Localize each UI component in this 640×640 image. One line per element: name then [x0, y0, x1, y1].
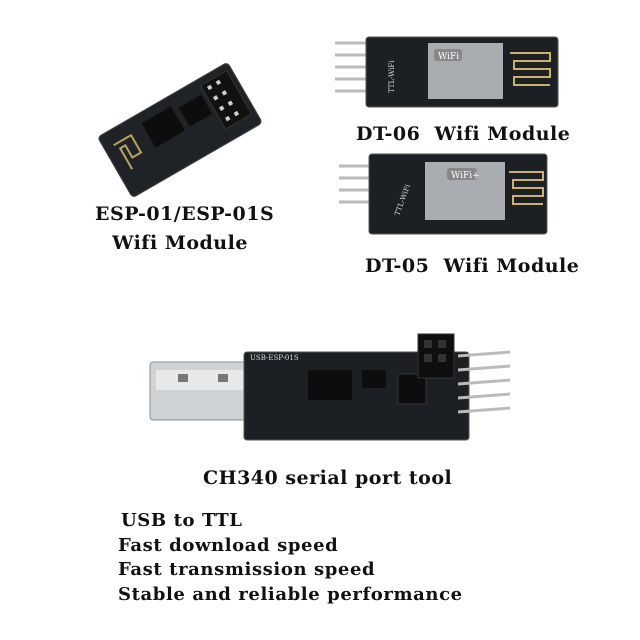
esp01-module-image: [98, 63, 262, 197]
feature-item: USB to TTL: [121, 510, 243, 531]
dt06-caption: DT-06 Wifi Module: [356, 123, 571, 145]
ch340-board-label: USB-ESP-01S: [250, 354, 299, 362]
dt05-caption: DT-05 Wifi Module: [365, 255, 580, 277]
ch340-adapter-image: USB-ESP-01S: [149, 333, 511, 441]
dt06-module-image: WiFi TTL-WiFi: [335, 36, 559, 108]
dt05-module-image: WiFi+ TTL-WiFi: [339, 153, 548, 235]
dt05-chip-label: WiFi+: [451, 171, 480, 181]
esp01-caption-line1: ESP-01/ESP-01S: [95, 203, 275, 225]
dt06-chip-label: WiFi: [438, 52, 459, 62]
esp01-caption: ESP-01/ESP-01S Wifi Module: [95, 203, 275, 254]
feature-list: USB to TTL Fast download speed Fast tran…: [118, 509, 463, 607]
dt06-board-text: TTL-WiFi: [388, 60, 396, 93]
feature-item: Fast transmission speed: [118, 559, 376, 580]
feature-item: Stable and reliable performance: [118, 583, 463, 605]
feature-item: Fast download speed: [118, 534, 339, 556]
esp01-caption-line2: Wifi Module: [112, 232, 248, 254]
ch340-caption: CH340 serial port tool: [203, 467, 453, 489]
